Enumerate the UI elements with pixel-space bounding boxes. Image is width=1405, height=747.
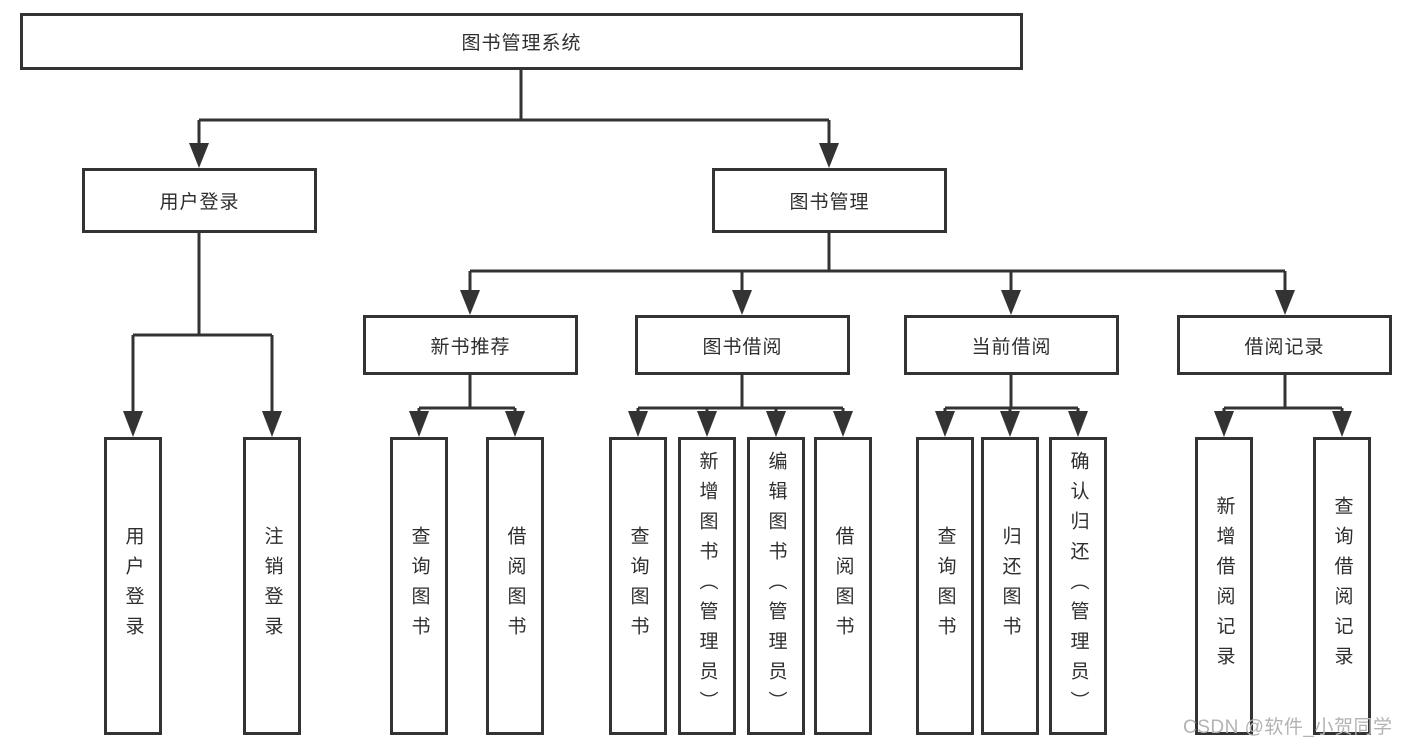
node-new-book-recommend-label: 新书推荐 <box>430 336 511 358</box>
node-user-login-label: 用户登录 <box>159 192 240 213</box>
csdn-watermark: CSDN @软件_小贺同学 <box>1183 717 1393 738</box>
arrowhead <box>1001 290 1021 315</box>
arrowhead <box>732 290 752 315</box>
leaf-add-book-admin: 新增图书（管理员） <box>678 437 736 735</box>
connector-root-to-level2 <box>189 70 839 168</box>
leaf-borrow-books-recommend-label: 借阅图书 <box>504 526 526 646</box>
arrowhead <box>766 411 786 437</box>
node-borrow-records: 借阅记录 <box>1177 315 1392 375</box>
connector-new-book-recommend-children <box>409 375 525 437</box>
leaf-query-borrow-record-label: 查询借阅记录 <box>1331 496 1353 676</box>
arrowhead <box>189 143 209 168</box>
leaf-borrow-books: 借阅图书 <box>814 437 872 735</box>
leaf-add-borrow-record: 新增借阅记录 <box>1195 437 1253 735</box>
node-user-login: 用户登录 <box>82 168 317 233</box>
leaf-query-books-borrow-label: 查询图书 <box>627 526 649 646</box>
arrowhead <box>1068 411 1088 437</box>
node-book-management: 图书管理 <box>712 168 947 233</box>
leaf-user-login: 用户登录 <box>104 437 162 735</box>
arrowhead <box>409 411 429 437</box>
arrowhead <box>697 411 717 437</box>
arrowhead <box>1332 411 1352 437</box>
connector-book-borrow-children <box>628 375 853 437</box>
node-current-borrow-label: 当前借阅 <box>971 336 1052 358</box>
arrowhead <box>935 411 955 437</box>
leaf-query-books-current-label: 查询图书 <box>934 526 956 646</box>
leaf-user-login-label: 用户登录 <box>122 526 144 646</box>
node-book-borrow: 图书借阅 <box>635 315 850 375</box>
node-new-book-recommend: 新书推荐 <box>363 315 578 375</box>
arrowhead <box>1000 411 1020 437</box>
connector-book-management-children <box>460 233 1295 315</box>
node-borrow-records-label: 借阅记录 <box>1244 336 1325 358</box>
leaf-query-books-recommend-label: 查询图书 <box>408 526 430 646</box>
leaf-query-books-current: 查询图书 <box>916 437 974 735</box>
arrowhead <box>123 411 143 437</box>
leaf-logout-label: 注销登录 <box>261 526 283 646</box>
leaf-add-book-admin-label: 新增图书（管理员） <box>696 451 718 721</box>
arrowhead <box>505 411 525 437</box>
node-book-management-label: 图书管理 <box>789 192 870 213</box>
arrowhead <box>819 143 839 168</box>
node-root-label: 图书管理系统 <box>461 33 582 54</box>
leaf-edit-book-admin: 编辑图书（管理员） <box>747 437 805 735</box>
connector-user-login-children <box>123 233 282 437</box>
arrowhead <box>628 411 648 437</box>
node-book-borrow-label: 图书借阅 <box>702 336 783 358</box>
leaf-confirm-return-admin: 确认归还（管理员） <box>1049 437 1107 735</box>
leaf-query-books-recommend: 查询图书 <box>390 437 448 735</box>
leaf-confirm-return-admin-label: 确认归还（管理员） <box>1067 451 1089 721</box>
arrowhead <box>262 411 282 437</box>
leaf-query-books-borrow: 查询图书 <box>609 437 667 735</box>
leaf-add-borrow-record-label: 新增借阅记录 <box>1213 496 1235 676</box>
leaf-return-book-label: 归还图书 <box>999 526 1021 646</box>
arrowhead <box>1214 411 1234 437</box>
connector-current-borrow-children <box>935 375 1088 437</box>
leaf-logout: 注销登录 <box>243 437 301 735</box>
leaf-borrow-books-recommend: 借阅图书 <box>486 437 544 735</box>
connector-borrow-records-children <box>1214 375 1352 437</box>
leaf-return-book: 归还图书 <box>981 437 1039 735</box>
node-current-borrow: 当前借阅 <box>904 315 1119 375</box>
node-root: 图书管理系统 <box>20 13 1023 70</box>
leaf-borrow-books-label: 借阅图书 <box>832 526 854 646</box>
arrowhead <box>1275 290 1295 315</box>
leaf-query-borrow-record: 查询借阅记录 <box>1313 437 1371 735</box>
arrowhead <box>833 411 853 437</box>
arrowhead <box>460 290 480 315</box>
leaf-edit-book-admin-label: 编辑图书（管理员） <box>765 451 787 721</box>
